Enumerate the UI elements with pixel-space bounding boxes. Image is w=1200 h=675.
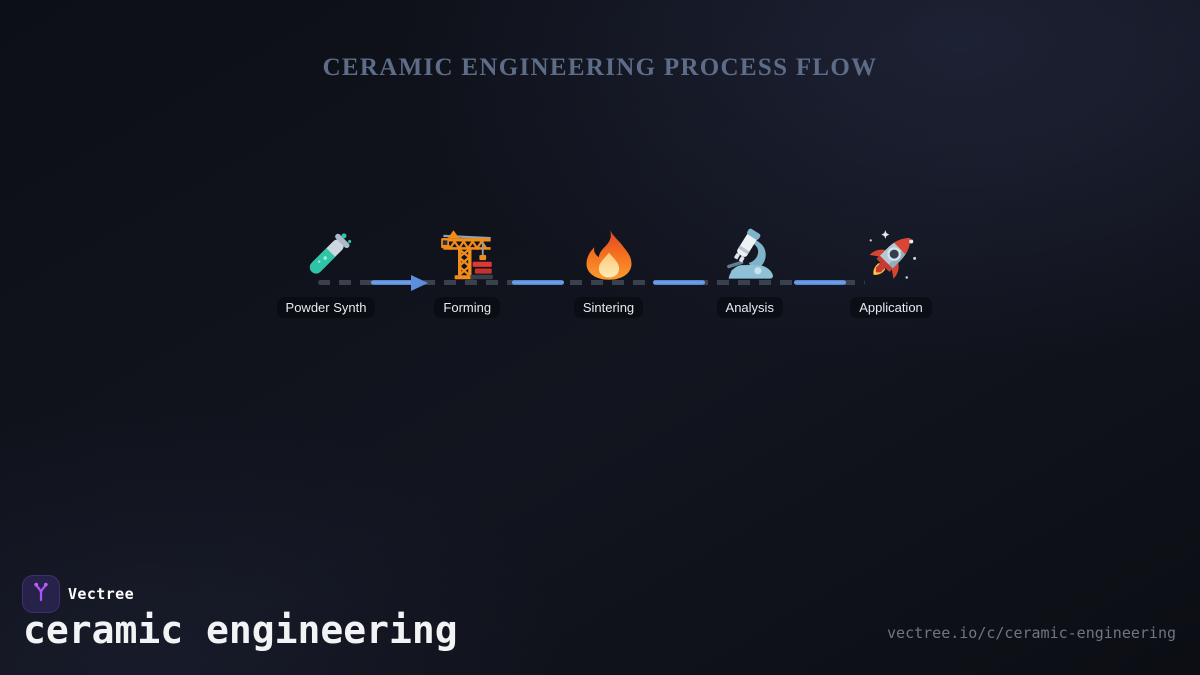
- flow-step-powder-synth: Powder Synth: [276, 228, 376, 328]
- page-title: CERAMIC ENGINEERING PROCESS FLOW: [322, 54, 878, 81]
- flow-step-application: Application: [846, 228, 936, 328]
- flow-step-analysis: Analysis: [705, 228, 795, 328]
- step-label: Sintering: [573, 297, 644, 318]
- vectree-logo[interactable]: [22, 575, 60, 613]
- flow-connector-4: [794, 280, 846, 285]
- flow-dashed-line: [318, 280, 865, 285]
- flow-steps: Powder Synth: [276, 228, 936, 328]
- flow-arrow-icon: [411, 275, 428, 291]
- test-tube-icon: [299, 228, 353, 282]
- brand-name: Vectree: [68, 585, 135, 603]
- flow-connector-1: [371, 280, 413, 285]
- microscope-icon: [723, 228, 777, 282]
- flow-connector-2: [512, 280, 564, 285]
- vectree-branch-icon: [29, 580, 53, 609]
- step-label: Forming: [434, 297, 501, 318]
- card-url-link[interactable]: vectree.io/c/ceramic-engineering: [887, 624, 1176, 642]
- step-label: Application: [850, 297, 932, 318]
- fire-icon: [582, 228, 636, 282]
- step-label: Analysis: [716, 297, 783, 318]
- flow-step-forming: Forming: [422, 228, 512, 328]
- construction-crane-icon: [440, 228, 494, 282]
- flow-step-sintering: Sintering: [564, 228, 654, 328]
- rocket-icon: [864, 228, 918, 282]
- flow-connector-3: [653, 280, 705, 285]
- step-label: Powder Synth: [276, 297, 376, 318]
- collection-title: ceramic engineering: [23, 608, 458, 652]
